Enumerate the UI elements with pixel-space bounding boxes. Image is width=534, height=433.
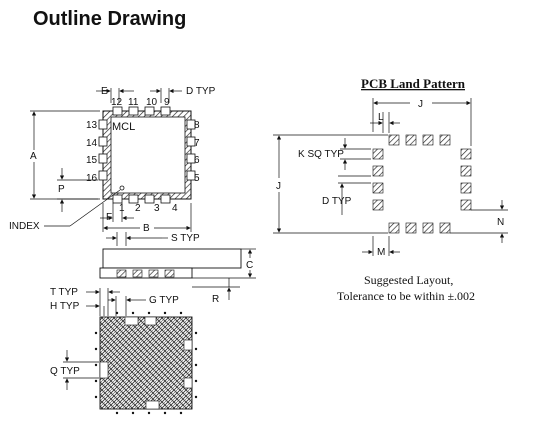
outline-top-view: 12 11 10 9 8 7 6 5 13 14 15 16 1 2 3 4 M… xyxy=(9,86,216,234)
land-dim-m-label: M xyxy=(377,247,385,258)
brand-label: MCL xyxy=(112,121,135,133)
dim-r-label: R xyxy=(212,294,219,305)
dim-p-label: P xyxy=(58,184,65,195)
land-dim-j-left-label: J xyxy=(276,181,281,192)
dim-h-typ-label: H TYP xyxy=(50,301,80,312)
top-pins xyxy=(112,106,171,116)
dim-d-typ-label: D TYP xyxy=(186,86,216,97)
dim-q-typ-label: Q TYP xyxy=(50,366,80,377)
package-cavity xyxy=(110,116,186,194)
pin-label-left-2: 14 xyxy=(86,138,98,149)
dim-f xyxy=(100,203,134,222)
dim-c-label: C xyxy=(246,260,253,271)
pin-label-right-2: 7 xyxy=(194,138,200,149)
pin-label-top-3: 10 xyxy=(146,97,158,108)
bottom-pads xyxy=(99,316,193,410)
index-dot xyxy=(119,185,125,191)
land-dim-n-label: N xyxy=(497,217,504,228)
land-bottom-pads xyxy=(388,222,451,234)
dim-b xyxy=(102,203,192,232)
pin-label-left-3: 15 xyxy=(86,155,98,166)
package-side-body xyxy=(102,248,242,269)
land-dim-k-sq-typ-label: K SQ TYP xyxy=(298,149,344,160)
side-leads xyxy=(116,269,175,278)
dim-f-label: F xyxy=(106,212,112,223)
layout-note-line2: Tolerance to be within ±.002 xyxy=(337,289,475,303)
pin-label-top-2: 11 xyxy=(128,97,139,108)
pin-label-bottom-3: 3 xyxy=(154,203,160,214)
pin-label-bottom-4: 4 xyxy=(172,203,178,214)
side-view: S TYP C R xyxy=(99,232,256,305)
land-dim-d-typ-label: D TYP xyxy=(322,196,352,207)
land-dim-l-label: L xyxy=(378,112,384,123)
dim-s-typ-label: S TYP xyxy=(171,233,200,244)
dim-t-typ-label: T TYP xyxy=(50,287,78,298)
land-right-pads xyxy=(460,148,472,211)
pin-label-right-4: 5 xyxy=(194,173,200,184)
pin-label-left-1: 13 xyxy=(86,120,98,131)
package-side-base xyxy=(99,267,193,279)
pin-label-right-1: 8 xyxy=(194,120,200,131)
dim-b-label: B xyxy=(143,223,150,234)
pin-label-bottom-2: 2 xyxy=(135,203,141,214)
layout-note-line1: Suggested Layout, xyxy=(364,273,453,287)
pin-label-top-1: 12 xyxy=(111,97,123,108)
bottom-view: T TYP H TYP G TYP Q TYP xyxy=(50,287,198,415)
pin-label-top-4: 9 xyxy=(164,97,170,108)
land-top-pads xyxy=(388,134,451,146)
page-title: Outline Drawing xyxy=(33,8,187,30)
land-dim-j-top-label: J xyxy=(418,99,423,110)
left-pins xyxy=(98,119,108,181)
pin-label-left-4: 16 xyxy=(86,173,98,184)
index-label: INDEX xyxy=(9,221,40,232)
dim-e-d xyxy=(96,88,182,103)
right-pins xyxy=(186,119,196,181)
land-pattern-heading: PCB Land Pattern xyxy=(361,76,466,91)
land-left-pads xyxy=(372,148,384,211)
bottom-perimeter-dots xyxy=(94,311,198,415)
pin-label-right-3: 6 xyxy=(194,155,200,166)
land-pattern: PCB Land Pattern xyxy=(273,76,508,303)
dim-p xyxy=(57,168,98,212)
dim-e-label: E xyxy=(101,86,108,97)
dim-a-label: A xyxy=(30,151,37,162)
package-bottom-body xyxy=(99,316,193,410)
bottom-pins xyxy=(112,194,171,204)
dim-g-typ-label: G TYP xyxy=(149,295,179,306)
